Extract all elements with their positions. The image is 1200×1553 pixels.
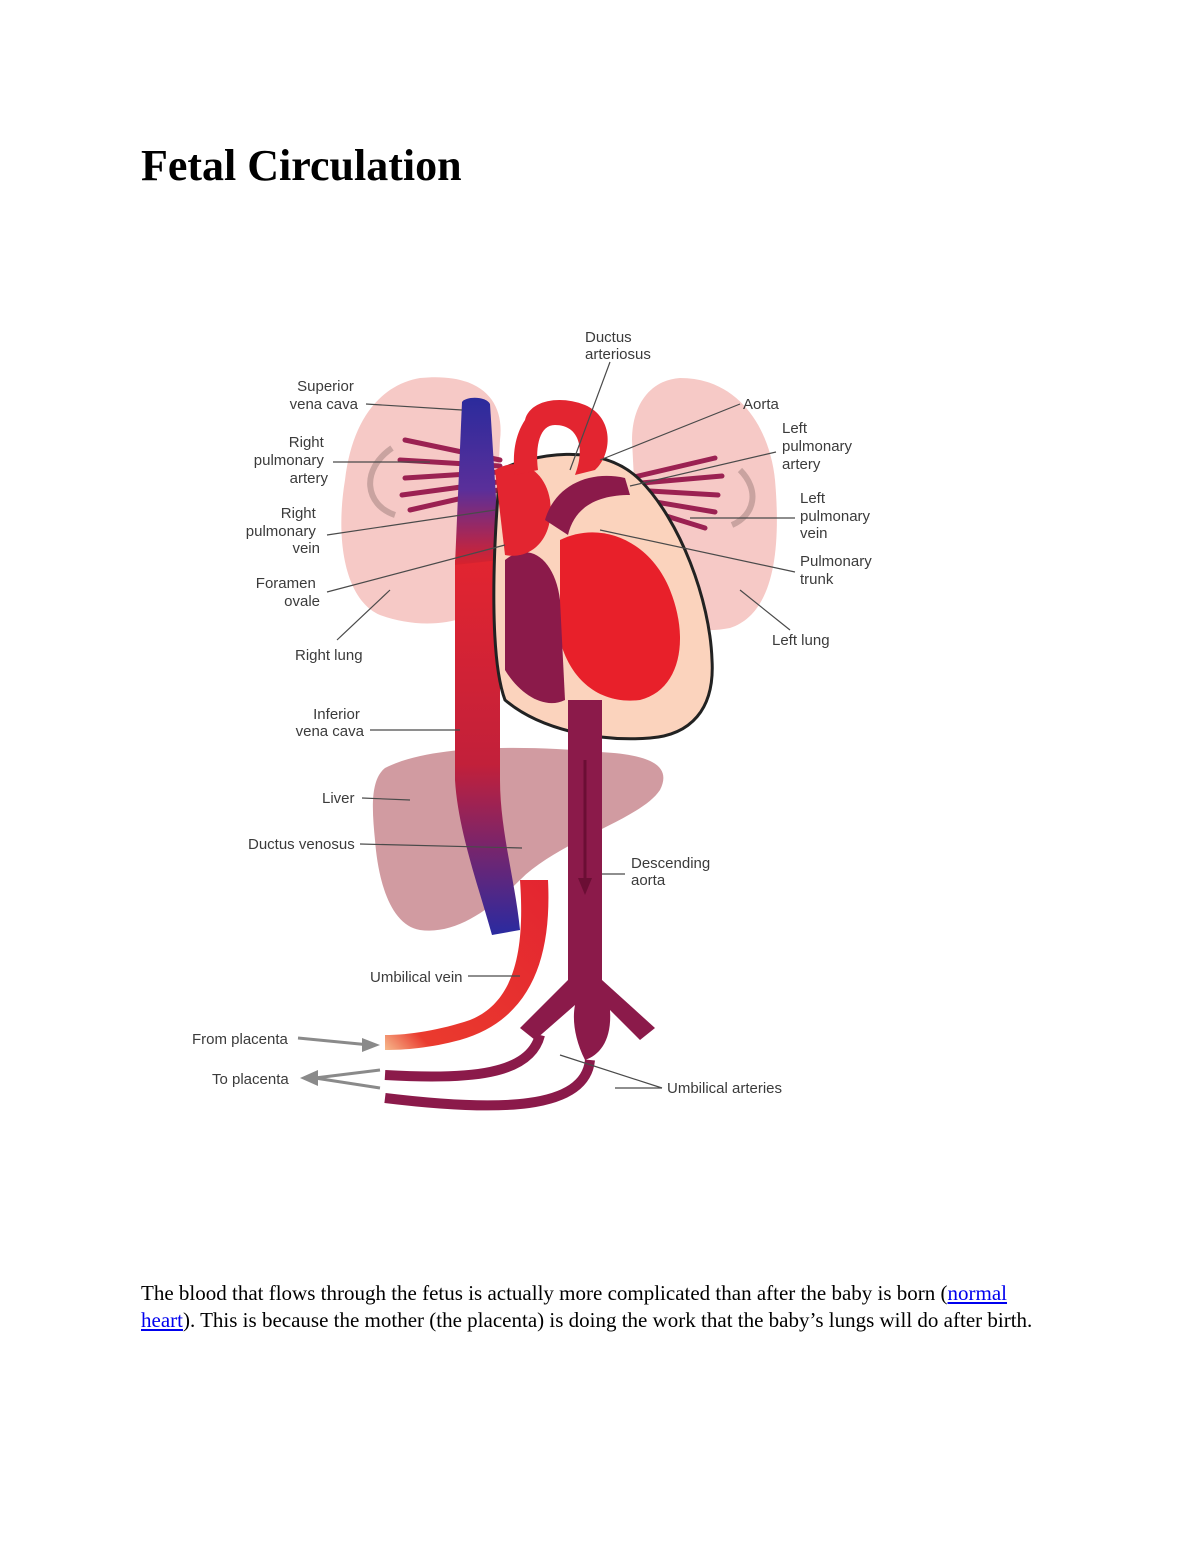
label-umbilical-vein: Umbilical vein <box>370 969 463 986</box>
umbilical-vein-shape <box>385 880 549 1050</box>
superior-vena-cava-shape <box>455 397 500 565</box>
label-superior-vena-cava: Superior vena cava <box>290 378 359 413</box>
left-ventricle <box>560 532 680 701</box>
to-placenta-arrowhead <box>300 1070 318 1086</box>
label-from-placenta: From placenta <box>192 1031 289 1048</box>
right-ventricle <box>505 552 565 704</box>
label-left-pulmonary-vein: Left pulmonary vein <box>800 490 874 542</box>
from-placenta-arrowhead <box>362 1038 380 1052</box>
label-aorta: Aorta <box>743 396 780 413</box>
aortic-arch <box>513 400 608 475</box>
inferior-vena-cava-shape <box>455 555 520 935</box>
label-pulmonary-trunk: Pulmonary trunk <box>800 553 876 588</box>
pulmonary-trunk-shape <box>545 475 630 535</box>
label-right-lung: Right lung <box>295 647 363 664</box>
left-lung-arrow <box>730 467 756 528</box>
from-placenta-arrow <box>297 1036 371 1047</box>
iliac-branches <box>520 980 655 1060</box>
label-foramen-ovale: Foramen ovale <box>256 575 320 610</box>
label-ductus-venosus: Ductus venosus <box>248 836 355 853</box>
label-liver: Liver <box>322 790 355 807</box>
paragraph-text-after-link: ). This is because the mother (the place… <box>182 1308 1033 1332</box>
descending-aorta-arrowhead <box>578 878 592 895</box>
label-left-lung: Left lung <box>772 632 830 649</box>
label-descending-aorta: Descending aorta <box>631 855 714 889</box>
page-title: Fetal Circulation <box>141 141 462 190</box>
to-placenta-arrow <box>314 1068 381 1090</box>
leader-lines <box>326 361 796 1089</box>
umbilical-artery-upper <box>384 1033 545 1082</box>
liver-shape <box>372 747 664 931</box>
label-inferior-vena-cava: Inferior vena cava <box>296 706 365 740</box>
label-left-pulmonary-artery: Left pulmonary artery <box>782 420 856 473</box>
label-ductus-arteriosus: Ductus arteriosus <box>585 329 651 363</box>
label-to-placenta: To placenta <box>212 1071 289 1088</box>
right-atrium <box>495 464 551 556</box>
umbilical-artery-lower <box>384 1059 595 1111</box>
paragraph-text-before-link: The blood that flows through the fetus i… <box>141 1281 948 1305</box>
label-umbilical-arteries: Umbilical arteries <box>667 1080 782 1097</box>
label-right-pulmonary-vein: Right pulmonary vein <box>246 505 320 557</box>
right-lung-arrow <box>367 445 397 518</box>
normal-heart-link[interactable]: normal heart <box>141 1281 1008 1332</box>
body-paragraph: The blood that flows through the fetus i… <box>141 1280 1061 1334</box>
label-right-pulmonary-artery: Right pulmonary artery <box>254 434 329 487</box>
